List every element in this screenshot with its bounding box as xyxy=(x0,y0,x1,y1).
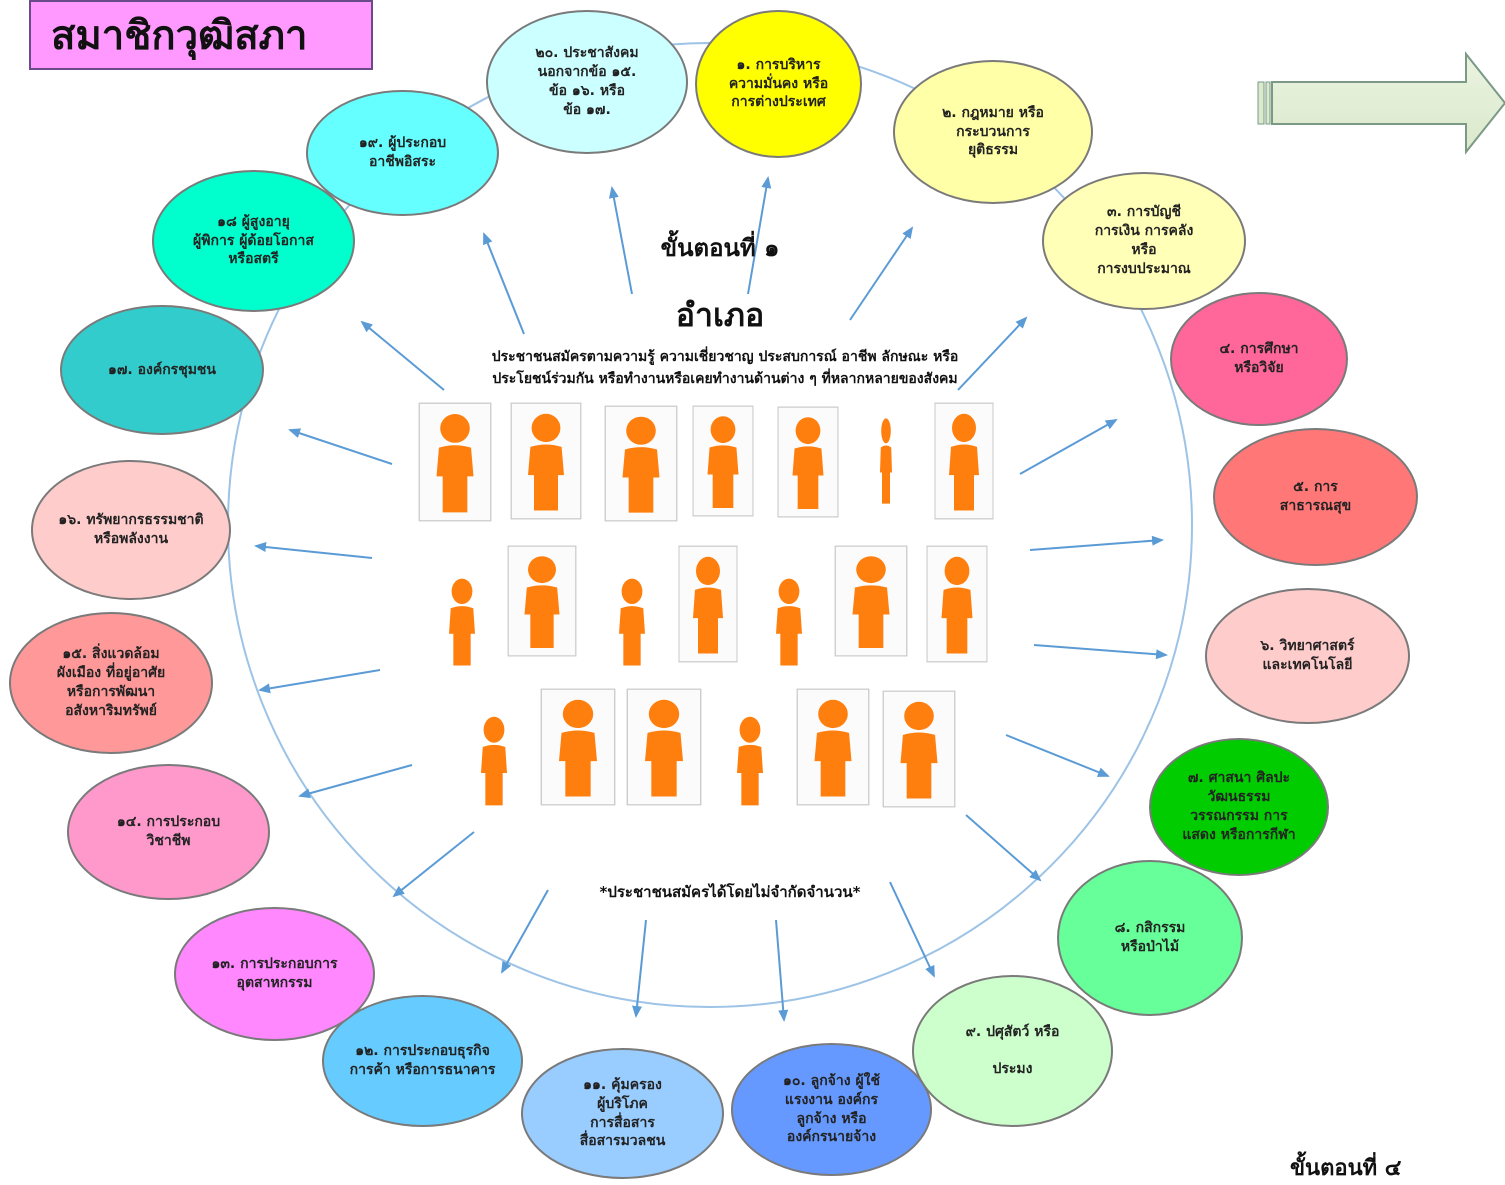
person-icon xyxy=(934,402,994,520)
person-icon xyxy=(604,405,678,522)
group-bubble-13: ๑๓. การประกอบการ อุตสาหกรรม xyxy=(174,907,375,1041)
unlimited-applicants-note: *ประชาชนสมัครได้โดยไม่จำกัดจำนวน* xyxy=(599,883,861,901)
arrow-to-group-17 xyxy=(254,542,373,559)
group-bubble-6: ๖. วิทยาศาสตร์ และเทคโนโลยี xyxy=(1205,588,1410,724)
arrow-to-group-9 xyxy=(965,814,1042,882)
group-bubble-1: ๑. การบริหาร ความมั่นคง หรือ การต่างประเ… xyxy=(695,10,862,158)
arrow-to-group-10 xyxy=(889,881,935,978)
description-text: ประชาชนสมัครตามความรู้ ความเชี่ยวชาญ ประ… xyxy=(491,349,959,388)
arrow-to-group-20 xyxy=(483,232,525,335)
person-icon xyxy=(926,545,988,663)
person-icon xyxy=(834,545,908,657)
step-4-label: ขั้นตอนที่ ๔ xyxy=(1290,1156,1402,1181)
person-icon xyxy=(619,578,645,666)
group-bubble-12: ๑๒. การประกอบธุรกิจ การค้า หรือการธนาคาร xyxy=(322,995,523,1127)
group-bubble-17: ๑๗. องค์กรชุมชน xyxy=(60,305,264,435)
arrow-to-group-1 xyxy=(608,186,633,295)
group-bubble-5: ๕. การ สาธารณสุข xyxy=(1213,428,1418,566)
arrow-to-group-5 xyxy=(1019,419,1118,475)
person-icon xyxy=(737,716,763,806)
arrow-to-group-11 xyxy=(775,919,789,1022)
group-bubble-3: ๓. การบัญชี การเงิน การคลัง หรือ การงบปร… xyxy=(1042,172,1246,310)
arrow-to-group-14 xyxy=(392,831,475,898)
arrow-to-group-6 xyxy=(1029,535,1164,551)
arrow-to-group-19 xyxy=(360,320,445,391)
group-bubble-16: ๑๖. ทรัพยากรธรรมชาติ หรือพลังงาน xyxy=(31,460,231,600)
group-bubble-19: ๑๙. ผู้ประกอบ อาชีพอิสระ xyxy=(306,90,499,216)
group-bubble-18: ๑๘ ผู้สูงอายุ ผู้พิการ ผู้ด้อยโอกาส หรือ… xyxy=(152,170,355,312)
person-icon xyxy=(481,716,507,806)
arrow-to-group-18 xyxy=(288,428,393,465)
next-step-arrow-icon xyxy=(1257,51,1505,155)
person-icon xyxy=(507,545,577,657)
arrow-to-group-12 xyxy=(632,919,647,1018)
arrow-to-group-13 xyxy=(501,889,549,974)
group-bubble-15: ๑๕. สิ่งแวดล้อม ผังเมือง ที่อยู่อาศัย หร… xyxy=(9,612,213,754)
person-icon xyxy=(449,578,475,666)
person-icon xyxy=(510,402,582,520)
person-icon xyxy=(692,405,754,517)
person-icon xyxy=(678,545,738,663)
arrow-to-group-3 xyxy=(849,226,914,321)
arrow-to-group-16 xyxy=(258,669,381,694)
person-icon xyxy=(626,688,702,806)
step-1-label: ขั้นตอนที่ ๑ xyxy=(660,234,780,262)
page-title: สมาชิกวุฒิสภา xyxy=(29,0,373,70)
person-icon xyxy=(540,688,616,806)
arrow-group xyxy=(254,176,1168,1022)
district-label: อำเภอ xyxy=(675,296,765,334)
group-bubble-2: ๒. กฎหมาย หรือ กระบวนการ ยุติธรรม xyxy=(893,60,1093,204)
person-icon xyxy=(418,402,492,522)
group-bubble-9: ๙. ปศุสัตว์ หรือ ประมง xyxy=(912,975,1113,1127)
arrow-to-group-2 xyxy=(747,176,772,295)
group-bubble-8: ๘. กสิกรรม หรือป่าไม้ xyxy=(1057,860,1243,1016)
person-icon xyxy=(776,578,802,666)
person-icon xyxy=(796,688,870,806)
arrow-to-group-7 xyxy=(1033,644,1168,660)
group-bubble-14: ๑๔. การประกอบ วิชาชีพ xyxy=(67,764,270,900)
group-bubble-7: ๗. ศาสนา ศิลปะ วัฒนธรรม วรรณกรรม การ แสด… xyxy=(1149,738,1329,876)
person-icon xyxy=(882,690,956,808)
arrow-to-group-4 xyxy=(957,316,1028,391)
person-icon xyxy=(880,418,892,504)
group-bubble-11: ๑๑. คุ้มครอง ผู้บริโภค การสื่อสาร สื่อสา… xyxy=(521,1048,724,1179)
group-bubble-4: ๔. การศึกษา หรือวิจัย xyxy=(1170,292,1348,426)
person-icon xyxy=(777,406,839,518)
group-bubble-20: ๒๐. ประชาสังคม นอกจากข้อ ๑๕. ข้อ ๑๖. หรื… xyxy=(486,10,688,154)
arrow-to-group-8 xyxy=(1005,734,1110,777)
group-bubble-10: ๑๐. ลูกจ้าง ผู้ใช้ แรงงาน องค์กร ลูกจ้าง… xyxy=(731,1043,932,1176)
arrow-to-group-15 xyxy=(298,764,413,799)
